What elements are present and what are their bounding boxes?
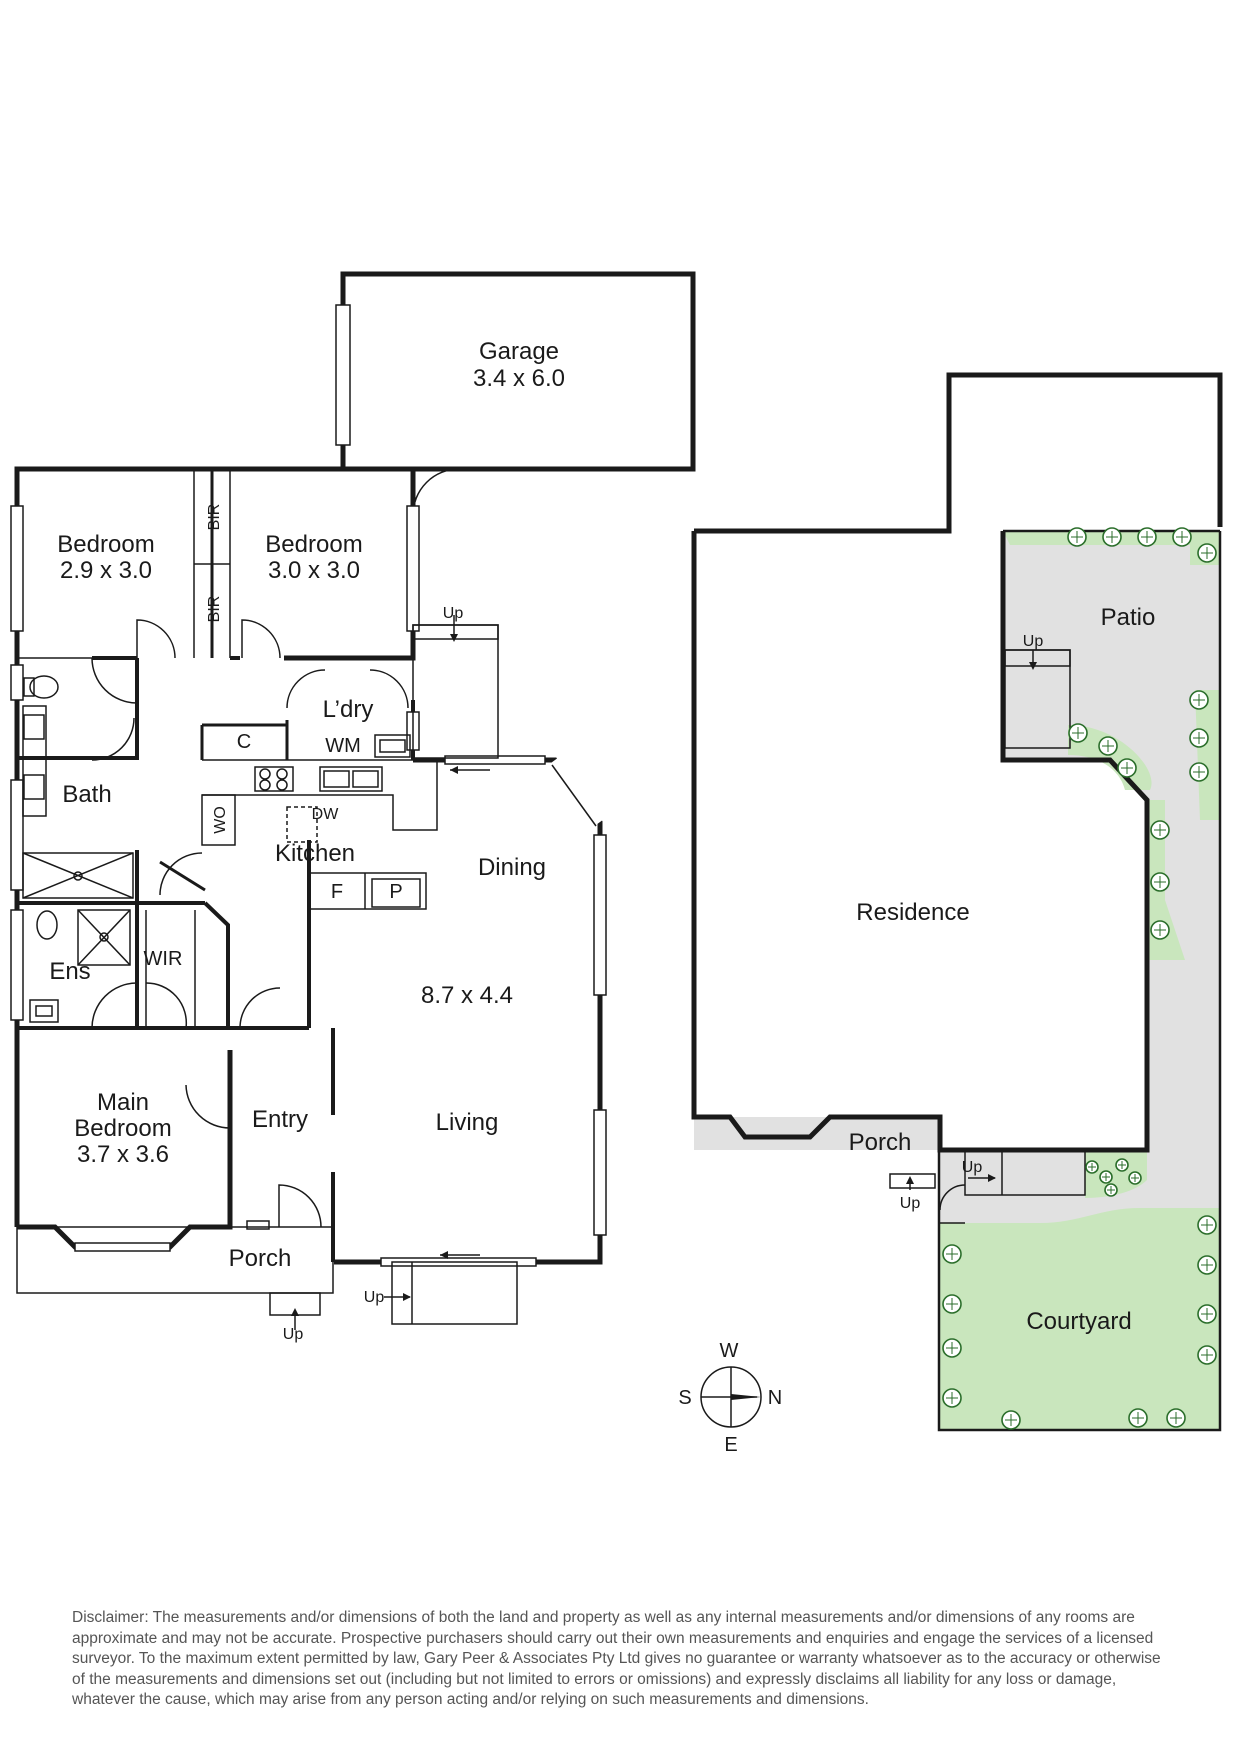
kitchen-label: Kitchen bbox=[275, 840, 355, 867]
entry-label: Entry bbox=[252, 1106, 308, 1133]
compass: W S N E bbox=[678, 1340, 782, 1456]
shrub-detail bbox=[1154, 824, 1166, 836]
shrub-detail bbox=[1118, 1161, 1126, 1169]
shrubs bbox=[942, 527, 1217, 1430]
shrub-detail bbox=[1201, 1219, 1213, 1231]
shrub-detail bbox=[946, 1392, 958, 1404]
shrub-detail bbox=[946, 1298, 958, 1310]
living-dims: 8.7 x 4.4 bbox=[421, 982, 513, 1009]
bedroom-right-dims: 3.0 x 3.0 bbox=[268, 557, 360, 584]
arrows bbox=[291, 615, 490, 1330]
up-label-rear: Up bbox=[443, 605, 464, 622]
wo-label: WO bbox=[212, 806, 229, 834]
shrub-detail bbox=[1071, 531, 1083, 543]
dw-label: DW bbox=[312, 806, 340, 823]
main-bedroom-line1: Main bbox=[97, 1089, 149, 1116]
disclaimer-text: Disclaimer: The measurements and/or dime… bbox=[72, 1609, 1161, 1708]
compass-east: E bbox=[724, 1434, 737, 1456]
shrub-detail bbox=[1141, 531, 1153, 543]
house-plan: Garage 3.4 x 6.0 Bedroom 2.9 x 3.0 Bedro… bbox=[10, 271, 696, 1343]
doors bbox=[91, 619, 409, 1228]
patio-label: Patio bbox=[1101, 604, 1156, 631]
shrub-detail bbox=[946, 1248, 958, 1260]
shrub-detail bbox=[1106, 531, 1118, 543]
fridge-label: F bbox=[331, 881, 343, 903]
courtyard-label: Courtyard bbox=[1026, 1308, 1131, 1335]
shrub-detail bbox=[1201, 1349, 1213, 1361]
shrub-detail bbox=[1201, 1308, 1213, 1320]
up-label-porch: Up bbox=[283, 1326, 304, 1343]
garage bbox=[335, 271, 696, 516]
shrub-detail bbox=[1170, 1412, 1182, 1424]
shrub-detail bbox=[1005, 1414, 1017, 1426]
courtyard-lawn bbox=[939, 531, 1220, 1430]
garage-dims: 3.4 x 6.0 bbox=[473, 365, 565, 392]
fixtures bbox=[16, 624, 518, 1325]
shrub-detail bbox=[1131, 1174, 1139, 1182]
bath-label: Bath bbox=[62, 781, 111, 808]
north-arrow-icon bbox=[731, 1394, 761, 1400]
shrub-detail bbox=[1102, 740, 1114, 752]
garage-label: Garage bbox=[479, 338, 559, 365]
porch-step bbox=[889, 1173, 936, 1189]
shrub-detail bbox=[1201, 547, 1213, 559]
house-labels: Garage 3.4 x 6.0 Bedroom 2.9 x 3.0 Bedro… bbox=[49, 338, 565, 1343]
shrub-detail bbox=[946, 1342, 958, 1354]
site-door bbox=[939, 1184, 966, 1211]
up-label-site-porch: Up bbox=[900, 1195, 921, 1212]
windows bbox=[10, 505, 607, 1267]
main-bedroom-line2: Bedroom bbox=[74, 1115, 171, 1142]
porch-label: Porch bbox=[229, 1245, 292, 1272]
compass-west: W bbox=[720, 1340, 739, 1362]
compass-north: N bbox=[768, 1387, 782, 1409]
main-bedroom-dims: 3.7 x 3.6 bbox=[77, 1141, 169, 1168]
compass-south: S bbox=[678, 1387, 691, 1409]
shrub-detail bbox=[1072, 727, 1084, 739]
up-label-courtyard: Up bbox=[962, 1159, 983, 1176]
shrub-detail bbox=[1102, 1173, 1110, 1181]
pantry-label: P bbox=[389, 881, 402, 903]
shrub-detail bbox=[1154, 876, 1166, 888]
shrub-detail bbox=[1201, 1259, 1213, 1271]
shrub-detail bbox=[1154, 924, 1166, 936]
bedroom-left-label: Bedroom bbox=[57, 531, 154, 558]
wir-label: WIR bbox=[144, 948, 183, 970]
laundry-label: L’dry bbox=[323, 696, 374, 723]
shrub-detail bbox=[1176, 531, 1188, 543]
bir-label-bottom: BIR bbox=[206, 596, 223, 623]
shrub-detail bbox=[1121, 762, 1133, 774]
courtyard-step bbox=[964, 1149, 1086, 1196]
shrub-detail bbox=[1132, 1412, 1144, 1424]
cupboard-label: C bbox=[237, 731, 251, 753]
shrub-detail bbox=[1193, 732, 1205, 744]
up-label-patio: Up bbox=[1023, 633, 1044, 650]
residence-label: Residence bbox=[856, 899, 969, 926]
shrub-detail bbox=[1107, 1186, 1115, 1194]
bedroom-left-dims: 2.9 x 3.0 bbox=[60, 557, 152, 584]
site-plan: Residence Patio Porch Courtyard Up Up Up bbox=[691, 372, 1223, 1432]
residence-outline bbox=[691, 372, 1223, 1153]
ens-label: Ens bbox=[49, 958, 90, 985]
site-porch-label: Porch bbox=[849, 1129, 912, 1156]
wm-label: WM bbox=[325, 735, 361, 757]
bir-label-top: BIR bbox=[206, 504, 223, 531]
shrub-detail bbox=[1088, 1163, 1096, 1171]
living-label: Living bbox=[436, 1109, 499, 1136]
up-label-living: Up bbox=[364, 1289, 385, 1306]
shrub-detail bbox=[1193, 766, 1205, 778]
dining-label: Dining bbox=[478, 854, 546, 881]
bedroom-right-label: Bedroom bbox=[265, 531, 362, 558]
shrub-detail bbox=[1193, 694, 1205, 706]
